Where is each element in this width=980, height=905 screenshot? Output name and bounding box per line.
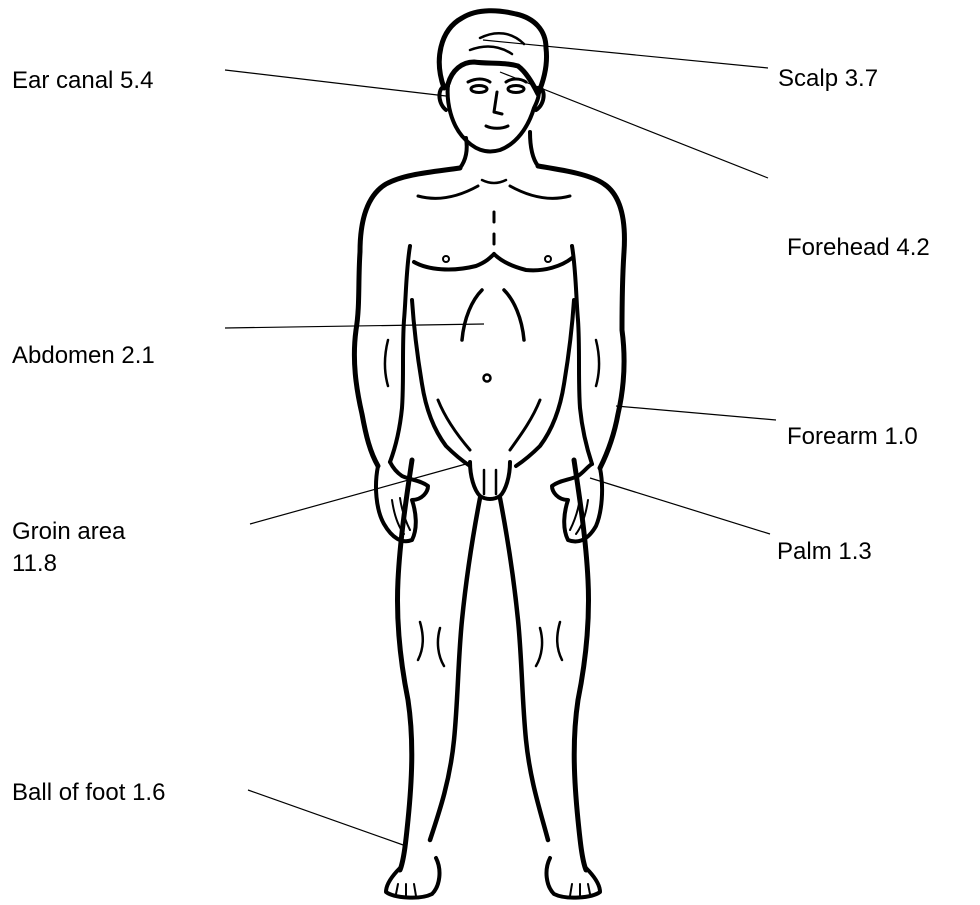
chest-line-left: [418, 186, 478, 198]
label-ball-of-foot: Ball of foot 1.6: [12, 777, 165, 809]
groin: [470, 462, 510, 499]
nipple-left: [443, 256, 449, 262]
label-forehead: Forehead 4.2: [787, 232, 930, 264]
neck-left: [460, 138, 467, 168]
leader-line-forearm: [616, 406, 776, 420]
neck-right: [530, 132, 538, 166]
pec-right: [494, 254, 572, 270]
label-forearm: Forearm 1.0: [787, 421, 918, 453]
eye-right: [508, 86, 524, 93]
right-foot: [547, 858, 600, 898]
nose: [494, 92, 502, 114]
leader-line-ball-of-foot: [248, 790, 406, 846]
chest-line-right: [510, 186, 570, 198]
leader-line-scalp: [483, 40, 768, 68]
leader-line-palm: [590, 478, 770, 534]
navel: [484, 375, 491, 382]
left-shoulder-arm-outer: [354, 168, 460, 466]
label-groin-area-line2: 11.8: [12, 548, 125, 580]
label-groin-area-line1: Groin area: [12, 516, 125, 548]
left-foot: [386, 858, 439, 898]
left-leg-inner: [430, 498, 480, 840]
label-abdomen: Abdomen 2.1: [12, 340, 155, 372]
face-outline: [448, 84, 539, 151]
leader-line-forehead: [500, 72, 768, 178]
leader-lines: [225, 40, 776, 846]
nipple-right: [545, 256, 551, 262]
label-ear-canal: Ear canal 5.4: [12, 65, 153, 97]
abdomen-line-left: [462, 290, 482, 340]
label-scalp: Scalp 3.7: [778, 63, 878, 95]
pec-left: [414, 254, 494, 269]
human-figure-outline: [354, 11, 624, 898]
label-groin-area: Groin area 11.8: [12, 516, 125, 580]
abdomen-line-right: [504, 290, 524, 340]
hair: [439, 11, 546, 94]
left-leg-outer: [397, 460, 412, 870]
label-palm: Palm 1.3: [777, 536, 872, 568]
right-leg-outer: [574, 460, 589, 870]
torso-right: [516, 300, 574, 466]
right-arm-inner: [572, 246, 592, 464]
hair-strand: [470, 47, 512, 54]
clavicle: [482, 180, 506, 183]
right-leg-inner: [500, 498, 548, 840]
leader-line-groin-area: [250, 464, 466, 524]
eye-left: [471, 86, 487, 93]
leader-line-ear-canal: [225, 70, 446, 96]
left-arm-inner: [390, 246, 410, 462]
eyebrow-left: [468, 79, 490, 82]
mouth: [486, 126, 508, 128]
